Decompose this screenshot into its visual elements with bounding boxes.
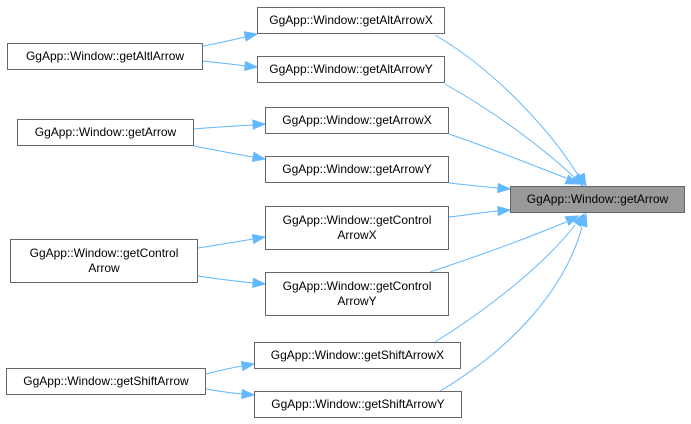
node-get-shift-arrow-x[interactable]: GgApp::Window::getShiftArrowX (254, 342, 461, 369)
edge-arrowhead (243, 31, 259, 42)
node-get-alt-arrow-x[interactable]: GgApp::Window::getAltArrowX (257, 7, 445, 34)
edge-get-arrow-caller-to-get-arrow-y (193, 145, 267, 162)
edge-line (193, 145, 254, 158)
edge-line (202, 60, 246, 67)
node-get-alt-arrow-y[interactable]: GgApp::Window::getAltArrowY (257, 56, 445, 83)
node-label: GgApp::Window::getControl Arrow (29, 246, 179, 275)
edge-line (434, 224, 576, 343)
edge-get-arrow-y-to-target (448, 182, 512, 194)
edge-line (202, 36, 246, 47)
node-label: GgApp::Window::getShiftArrow (23, 374, 189, 388)
node-get-arrow-y[interactable]: GgApp::Window::getArrowY (265, 156, 449, 183)
edge-arrowhead (241, 388, 256, 400)
node-label: GgApp::Window::getControl ArrowY (282, 279, 432, 308)
node-label: GgApp::Window::getShiftArrowY (271, 397, 445, 411)
edge-arrowhead (497, 182, 512, 194)
edge-get-shift-arrow-to-get-shift-arrow-x (205, 360, 256, 375)
node-get-arrow-caller[interactable]: GgApp::Window::getArrow (17, 119, 194, 146)
edge-line (434, 34, 579, 176)
edge-line (444, 83, 575, 178)
node-label: GgApp::Window::getArrow (526, 192, 669, 206)
edge-get-alt-arrow-x-to-target (434, 34, 587, 188)
edge-line (448, 182, 499, 189)
edge-arrowhead (564, 215, 580, 226)
edge-line (197, 275, 254, 284)
edge-arrowhead (244, 60, 259, 72)
node-label: GgApp::Window::getArrowX (282, 113, 432, 127)
edge-get-shift-arrow-x-to-target (434, 212, 585, 343)
node-get-control-arrow-x[interactable]: GgApp::Window::getControl ArrowX (265, 206, 449, 250)
edge-get-arrow-x-to-target (448, 133, 580, 185)
edge-line (193, 124, 254, 130)
node-get-altl-arrow[interactable]: GgApp::Window::getAltlArrow (7, 43, 203, 70)
node-label: GgApp::Window::getShiftArrowX (270, 348, 445, 362)
edge-arrowhead (252, 277, 267, 288)
node-label: GgApp::Window::getAltArrowY (269, 62, 433, 76)
edge-arrowhead (252, 119, 267, 130)
edge-line (197, 238, 254, 249)
edge-arrowhead (577, 212, 588, 228)
edge-get-control-arrow-y-to-target (429, 215, 580, 273)
node-get-shift-arrow[interactable]: GgApp::Window::getShiftArrow (6, 368, 206, 395)
edge-get-alt-arrow-y-to-target (444, 83, 584, 188)
node-label: GgApp::Window::getAltlArrow (25, 49, 185, 63)
node-get-control-arrow-y[interactable]: GgApp::Window::getControl ArrowY (265, 272, 449, 316)
node-label: GgApp::Window::getControl ArrowX (282, 213, 432, 242)
edge-arrowhead (251, 233, 267, 245)
node-get-shift-arrow-y[interactable]: GgApp::Window::getShiftArrowY (254, 391, 462, 418)
node-get-control-arrow[interactable]: GgApp::Window::getControl Arrow (10, 239, 198, 283)
node-label: GgApp::Window::getAltArrowX (269, 13, 433, 27)
node-get-arrow-target: GgApp::Window::getArrow (510, 186, 685, 213)
edge-get-arrow-caller-to-get-arrow-x (193, 119, 267, 130)
edge-arrowhead (251, 151, 267, 162)
edge-arrowhead (564, 174, 580, 185)
node-label: GgApp::Window::getArrowY (282, 162, 432, 176)
edge-line (429, 221, 567, 273)
edge-line (448, 133, 567, 179)
edge-get-control-arrow-to-get-control-arrow-x (197, 233, 267, 249)
edge-get-shift-arrow-y-to-target (439, 212, 588, 392)
edge-arrowhead (497, 205, 512, 217)
edge-get-altl-arrow-to-get-alt-arrow-y (202, 60, 259, 72)
edge-arrowhead (240, 360, 256, 372)
node-get-arrow-x[interactable]: GgApp::Window::getArrowX (265, 107, 449, 134)
edge-line (205, 365, 243, 375)
edge-line (448, 210, 499, 218)
edge-line (439, 226, 583, 392)
edge-get-shift-arrow-to-get-shift-arrow-y (205, 388, 256, 400)
edge-get-altl-arrow-to-get-alt-arrow-x (202, 31, 259, 47)
edge-get-control-arrow-to-get-control-arrow-y (197, 275, 267, 288)
edge-get-control-arrow-x-to-target (448, 205, 512, 218)
node-label: GgApp::Window::getArrow (34, 125, 177, 139)
edge-line (205, 388, 243, 395)
